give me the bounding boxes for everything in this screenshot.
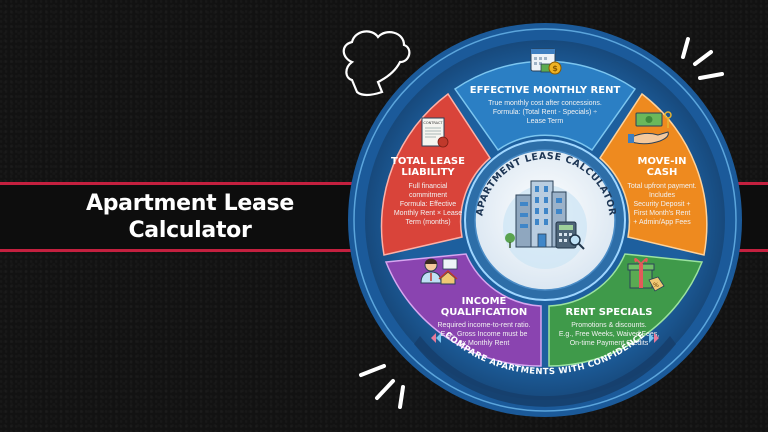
svg-text:Includes: Includes <box>649 192 676 199</box>
calculator-magnifier-icon <box>555 221 585 250</box>
svg-text:Formula: Effective: Formula: Effective <box>400 201 456 208</box>
cash-hand-key-icon <box>628 111 672 145</box>
svg-text:Formula: (Total Rent - Special: Formula: (Total Rent - Specials) ÷ <box>493 109 597 116</box>
svg-text:CONTRACT: CONTRACT <box>423 121 443 125</box>
svg-text:Total upfront payment.: Total upfront payment. <box>627 183 696 190</box>
segment-text-move-in-cash: MOVE-IN CASH Total upfront payment. Incl… <box>627 156 696 226</box>
svg-text:Monthly Rent × Lease: Monthly Rent × Lease <box>394 210 462 217</box>
svg-text:RENT SPECIALS: RENT SPECIALS <box>566 307 653 318</box>
footer-ribbon <box>414 336 676 407</box>
svg-text:Term (months): Term (months) <box>405 219 450 226</box>
calendar-coin-icon: $ <box>530 48 562 75</box>
sparkle-lines-top-right-icon <box>681 37 724 80</box>
sparkle-lines-bottom-left-icon <box>359 364 405 409</box>
svg-text:3x Monthly Rent: 3x Monthly Rent <box>459 340 510 347</box>
chef-hat-doodle-icon <box>342 30 411 97</box>
svg-text:MOVE-IN: MOVE-IN <box>638 156 687 167</box>
svg-text:EFFECTIVE MONTHLY RENT: EFFECTIVE MONTHLY RENT <box>470 85 621 96</box>
segment-text-total-lease-liability: TOTAL LEASE LIABILITY Full financial com… <box>391 156 465 226</box>
title-line-1: Apartment Lease <box>86 191 294 216</box>
apartment-building-icon <box>505 180 567 248</box>
contract-icon: CONTRACT <box>421 117 449 148</box>
svg-text:+ Admin/App Fees: + Admin/App Fees <box>633 219 691 226</box>
segment-total-lease-liability <box>380 92 491 256</box>
ribbon-arrow-left-icon <box>431 333 441 343</box>
segment-text-effective-monthly-rent: EFFECTIVE MONTHLY RENT True monthly cost… <box>470 85 621 125</box>
svg-text:E.g., Gross Income must be: E.g., Gross Income must be <box>441 331 528 338</box>
ribbon-arrow-right-icon <box>649 333 659 343</box>
svg-text:INCOME: INCOME <box>462 296 507 307</box>
svg-text:%: % <box>653 282 659 289</box>
person-salary-house-icon <box>420 258 458 285</box>
segment-text-income-qualification: INCOME QUALIFICATION Required income-to-… <box>438 296 531 347</box>
segment-effective-monthly-rent <box>453 60 637 152</box>
svg-text:Required income-to-rent ratio.: Required income-to-rent ratio. <box>438 322 531 329</box>
svg-text:QUALIFICATION: QUALIFICATION <box>441 307 527 318</box>
page-title: Apartment Lease Calculator <box>60 190 320 244</box>
svg-text:TOTAL LEASE: TOTAL LEASE <box>391 156 465 167</box>
svg-text:E.g., Free Weeks, Waived Fees,: E.g., Free Weeks, Waived Fees, <box>559 331 659 338</box>
svg-text:$: $ <box>552 64 558 73</box>
svg-text:LIABILITY: LIABILITY <box>401 167 455 178</box>
svg-text:Promotions & discounts.: Promotions & discounts. <box>571 322 647 329</box>
gift-tag-icon: % <box>627 258 665 292</box>
svg-text:Full financial: Full financial <box>409 183 448 190</box>
svg-text:commitment: commitment <box>409 192 447 199</box>
svg-text:On-time Payment Credits: On-time Payment Credits <box>570 340 649 347</box>
segment-move-in-cash <box>599 92 708 256</box>
svg-text:First Month's Rent: First Month's Rent <box>634 210 691 217</box>
segment-rent-specials <box>548 253 704 367</box>
svg-text:True monthly cost after conces: True monthly cost after concessions. <box>488 100 602 107</box>
segment-text-rent-specials: RENT SPECIALS Promotions & discounts. E.… <box>559 307 659 347</box>
svg-text:Lease Term: Lease Term <box>527 118 564 125</box>
svg-text:Security Deposit +: Security Deposit + <box>634 201 691 208</box>
title-line-2: Calculator <box>128 218 252 243</box>
svg-text:CASH: CASH <box>647 167 678 178</box>
